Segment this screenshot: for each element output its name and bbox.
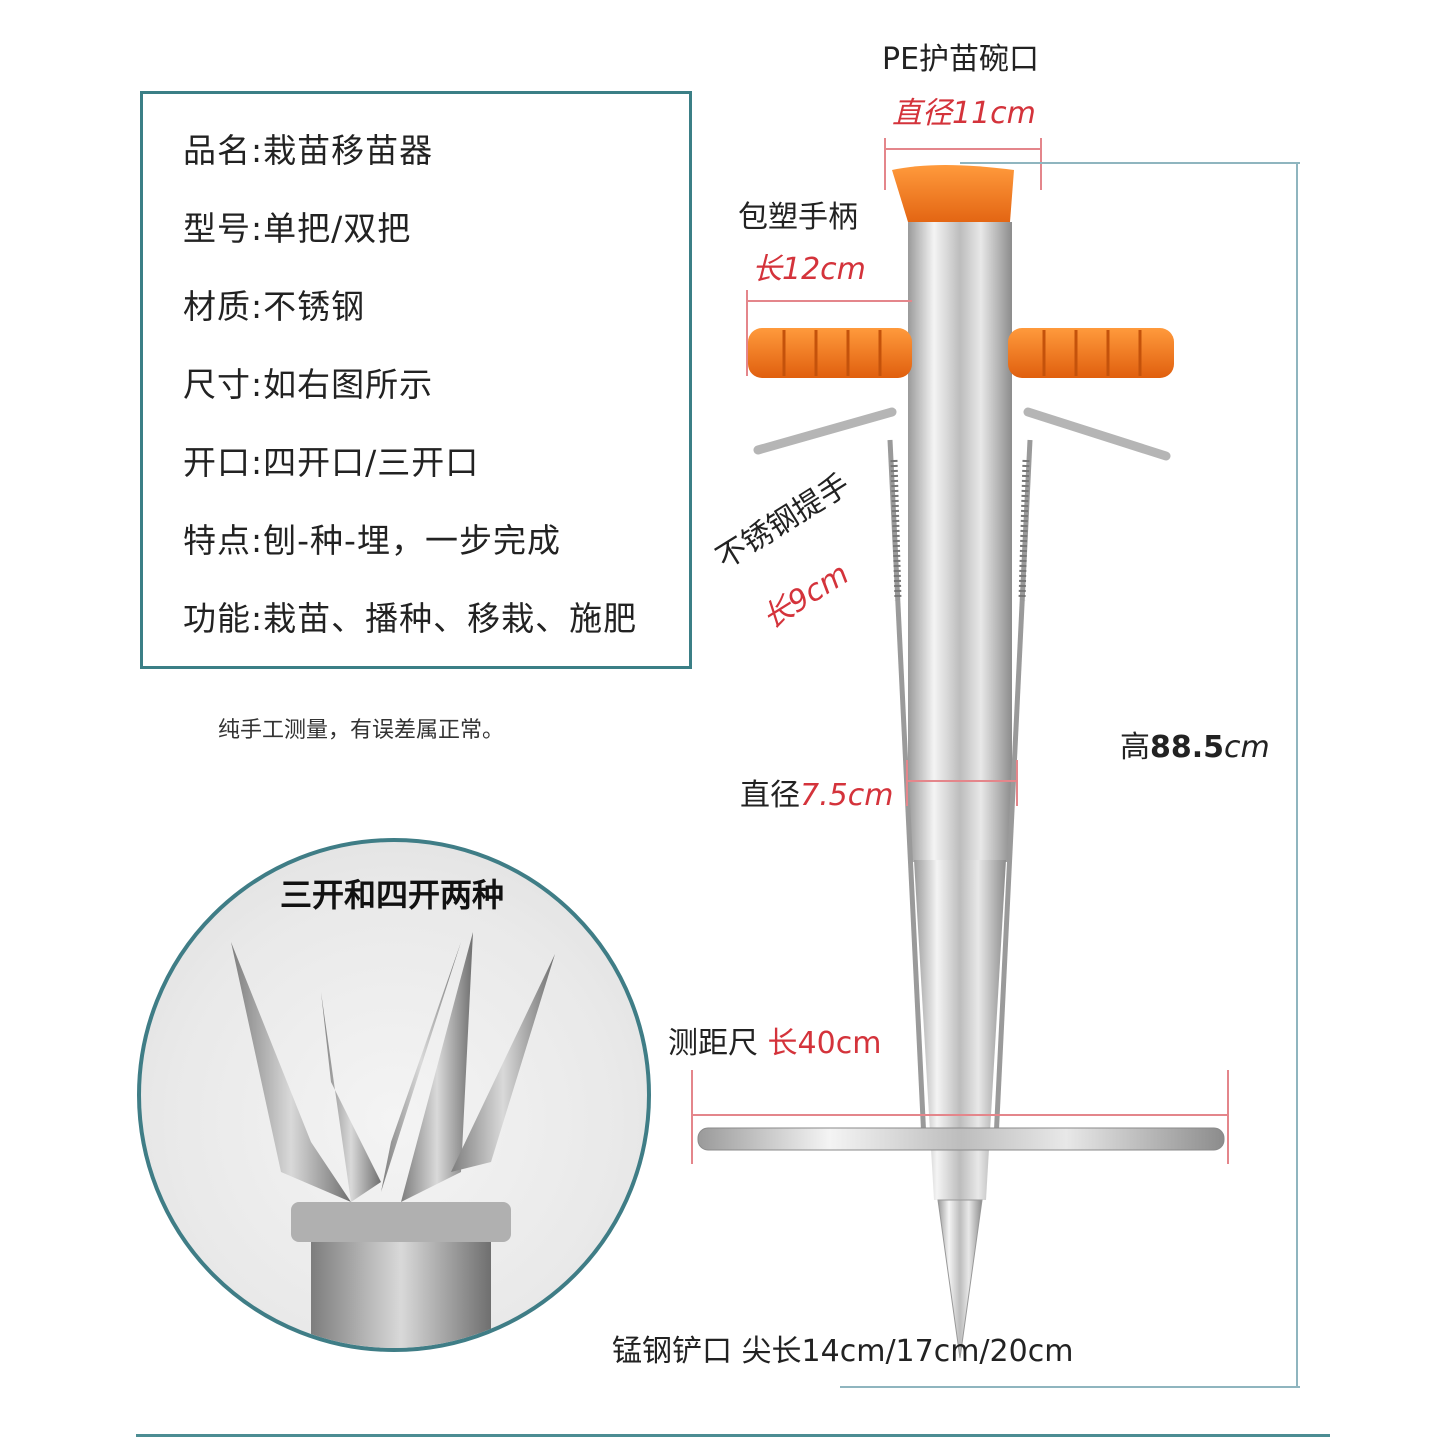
left-spring: [890, 459, 902, 601]
ruler-dim-left: [691, 1070, 693, 1164]
blade-2: [321, 992, 381, 1202]
bowl-dim-left: [884, 138, 886, 190]
ruler-bar: [697, 1127, 1225, 1151]
blade-detail-image: [231, 932, 555, 1348]
diameter-label: 直径7.5cm: [740, 778, 894, 813]
main-tube: [908, 222, 1012, 862]
height-dim-top: [960, 162, 1300, 164]
planter-illustration: [697, 165, 1225, 1359]
handle-value: 长12cm: [752, 252, 866, 287]
bowl-value: 直径11cm: [892, 96, 1036, 131]
blade-shaft: [311, 1242, 491, 1348]
spec-row-feature: 特点:刨-种-埋，一步完成: [183, 521, 561, 560]
dia-dim-line: [906, 780, 1018, 782]
tip-label: 锰钢铲口 尖长14cm/17cm/20cm: [612, 1334, 1074, 1369]
blade-1: [231, 942, 351, 1202]
pe-bowl: [892, 165, 1014, 229]
left-lever: [753, 407, 897, 455]
spec-row-name: 品名:栽苗移苗器: [183, 131, 434, 170]
bowl-dim-line: [884, 148, 1042, 150]
bowl-dim-right: [1040, 138, 1042, 190]
blade-5: [381, 942, 461, 1192]
height-dim-bottom: [840, 1386, 1300, 1388]
height-dim-line: [1296, 162, 1298, 1388]
handle-label: 包塑手柄: [738, 200, 858, 235]
height-label: 高88.5cm: [1120, 730, 1270, 765]
spec-row-size: 尺寸:如右图所示: [183, 365, 434, 404]
blade-detail-circle: [137, 838, 651, 1352]
right-lever: [1023, 407, 1171, 461]
bowl-label: PE护苗碗口: [882, 42, 1040, 77]
detail-title: 三开和四开两种: [280, 876, 505, 914]
dia-dim-left: [906, 760, 908, 806]
handle-dim-left: [746, 290, 748, 376]
dia-dim-right: [1016, 760, 1018, 806]
bottom-rule: [136, 1434, 1330, 1437]
ruler-dim-line: [691, 1114, 1229, 1116]
blade-tip: [937, 1199, 983, 1359]
spec-row-opening: 开口:四开口/三开口: [183, 443, 480, 482]
right-spring: [1018, 459, 1030, 601]
spec-box: 品名:栽苗移苗器 型号:单把/双把 材质:不锈钢 尺寸:如右图所示 开口:四开口…: [140, 91, 692, 669]
left-handle: [748, 328, 912, 378]
spec-row-function: 功能:栽苗、播种、移栽、施肥: [183, 599, 638, 638]
ruler-label: 测距尺 长40cm: [668, 1026, 882, 1061]
spec-row-model: 型号:单把/双把: [183, 209, 412, 248]
right-handle: [1008, 328, 1174, 378]
ruler-dim-right: [1227, 1070, 1229, 1164]
measurement-note: 纯手工测量，有误差属正常。: [218, 718, 505, 743]
blade-4: [451, 954, 555, 1172]
blade-3: [401, 932, 473, 1202]
blade-collar: [291, 1202, 511, 1242]
handle-dim-line: [746, 300, 912, 302]
spec-row-material: 材质:不锈钢: [183, 287, 366, 326]
